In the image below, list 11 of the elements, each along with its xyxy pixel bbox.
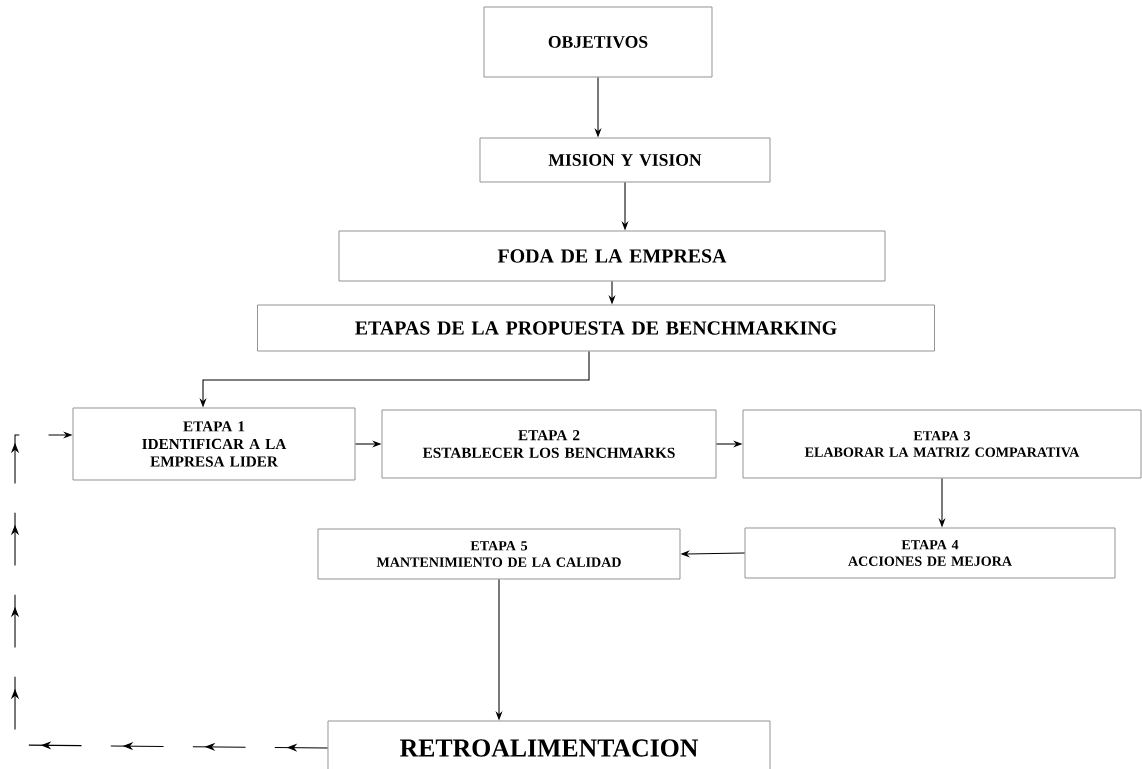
stage-box: ETAPA 4 ACCIONES DE MEJORA [744,527,1116,579]
process-box: OBJETIVOS [483,6,713,78]
process-box: FODA DE LA EMPRESA [338,230,886,282]
process-box: RETROALIMENTACION [327,720,771,769]
stage-box: ETAPA 5 MANTENIMIENTO DE LA CALIDAD [317,528,681,580]
process-box: MISION Y VISION [479,137,771,183]
stage-box: ETAPA 1 IDENTIFICAR A LA EMPRESA LIDER [72,407,356,481]
stage-box: ETAPA 2 ESTABLECER LOS BENCHMARKS [381,409,717,479]
stage-box: ETAPA 3 ELABORAR LA MATRIZ COMPARATIVA [742,409,1142,479]
process-box: ETAPAS DE LA PROPUESTA DE BENCHMARKING [257,304,935,352]
arrow [10,431,329,752]
